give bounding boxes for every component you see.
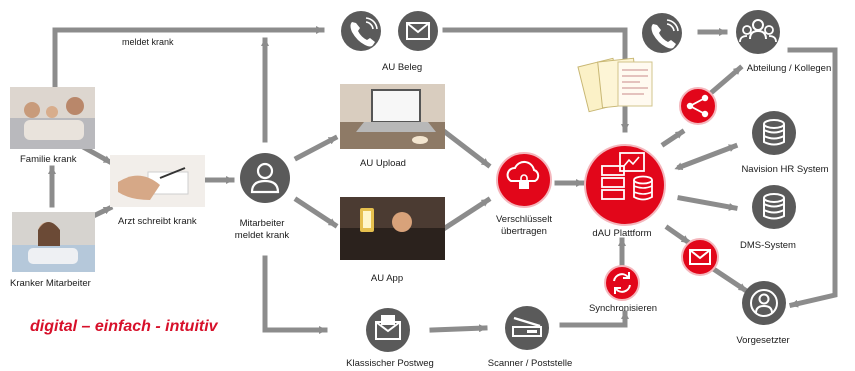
arrow-mitarbeiter-to-post (262, 255, 328, 334)
label-dms: DMS-System (740, 240, 796, 251)
scanner-icon (505, 306, 549, 350)
label-kranker-mitarbeiter: Kranker Mitarbeiter (10, 278, 91, 289)
cloud-lock-icon (496, 152, 552, 208)
arrow-upload-to-cloud (441, 128, 492, 169)
label-meldet-krank: meldet krank (122, 37, 174, 47)
arrow-mail-to-vorgesetzter (708, 264, 749, 294)
photo-au-app (340, 197, 445, 260)
photo-kranker-mitarbeiter (12, 212, 95, 272)
documents-icon (577, 57, 653, 113)
dau-platform-icon (584, 144, 666, 226)
label-synchronisieren: Synchronisieren (589, 303, 657, 314)
arrow-dau-to-share (660, 128, 686, 148)
sync-icon (604, 265, 640, 301)
label-au-upload: AU Upload (360, 158, 406, 169)
slogan: digital – einfach - intuitiv (30, 318, 218, 335)
arrow-dau-navision (674, 142, 739, 171)
label-familie-krank: Familie krank (20, 154, 77, 165)
person-icon-mitarbeiter (240, 153, 290, 203)
arrow-dau-to-mail (664, 224, 692, 246)
photo-familie (10, 87, 95, 149)
arrow-scanner-to-sync (559, 310, 629, 328)
database-icon-dms (752, 185, 796, 229)
label-scanner: Scanner / Poststelle (488, 358, 573, 369)
label-klassischer-postweg: Klassischer Postweg (346, 358, 434, 369)
label-navision: Navision HR System (741, 164, 828, 175)
arrow-app-to-cloud (441, 196, 492, 232)
arrow-familie-to-top-line (52, 26, 325, 88)
phone-icon (341, 11, 381, 51)
arrow-dau-to-dms (677, 195, 738, 211)
group-icon-abteilung (736, 10, 780, 54)
photo-arzt (110, 155, 205, 207)
label-uebertragen: übertragen (501, 226, 547, 237)
photo-au-upload (340, 84, 445, 149)
user-icon-vorgesetzter (742, 281, 786, 325)
arrow-abteilung-to-vorgesetzter (787, 47, 838, 309)
label-vorgesetzter: Vorgesetzter (736, 335, 789, 346)
arrow-mitarbeiter-to-app (293, 196, 339, 229)
letter-icon-postweg (366, 308, 410, 352)
arrow-familie-to-arzt (81, 144, 114, 166)
database-icon-navision (752, 111, 796, 155)
phone-icon-right (642, 13, 682, 53)
connectors (48, 26, 838, 334)
label-meldet-krank-2: meldet krank (235, 230, 290, 241)
mail-icon-red (681, 238, 719, 276)
arrow-mitarbeiter-to-upload (293, 134, 339, 162)
label-mitarbeiter: Mitarbeiter (240, 218, 285, 229)
mail-icon (398, 11, 438, 51)
share-icon (679, 87, 717, 125)
arrow-post-to-scanner (429, 324, 488, 333)
label-arzt: Arzt schreibt krank (118, 216, 197, 227)
arrow-share-to-abteilung (708, 64, 744, 96)
label-abteilung: Abteilung / Kollegen (747, 63, 832, 74)
label-verschluesselt: Verschlüsselt (496, 214, 552, 225)
label-au-app: AU App (371, 273, 403, 284)
label-au-beleg: AU Beleg (382, 62, 422, 73)
labels: meldet krank AU Beleg Familie krank Kran… (10, 37, 831, 369)
label-dau-plattform: dAU Plattform (592, 228, 651, 239)
